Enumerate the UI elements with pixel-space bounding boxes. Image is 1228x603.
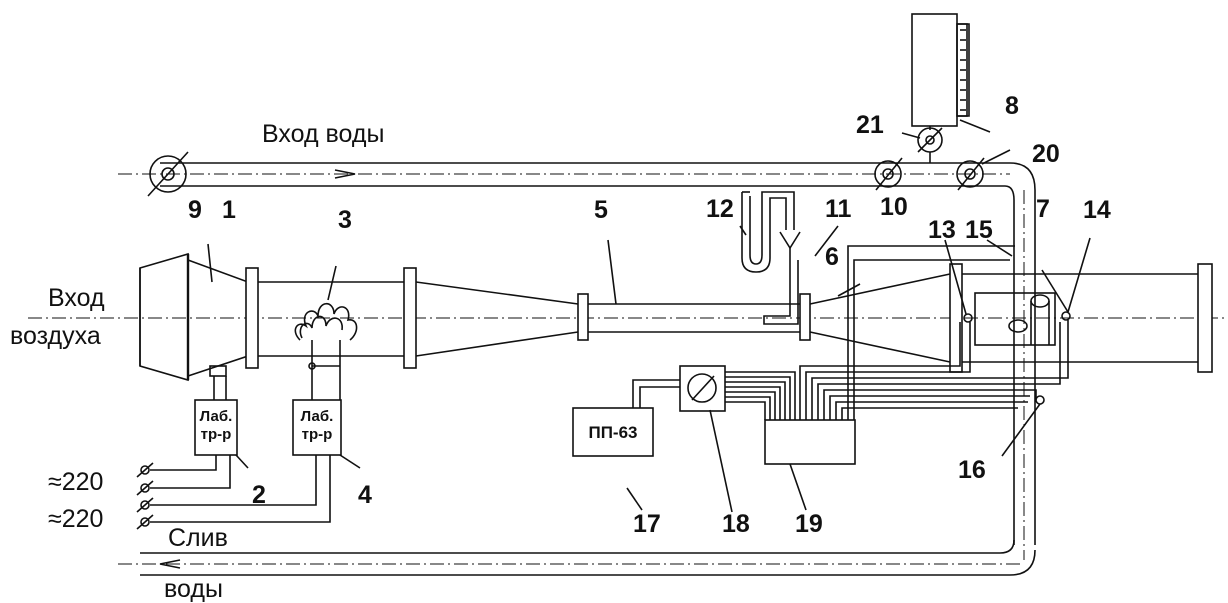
transformer-4-label-2: тр-р: [302, 426, 333, 443]
ref-number-11: 11: [825, 195, 852, 223]
transformer-4-label-1: Лаб.: [301, 408, 334, 425]
instrument-pp63: ПП-63: [572, 379, 680, 457]
ref-number-13: 13: [928, 216, 956, 244]
valve-20: [956, 157, 985, 191]
water-drain-pipe: [118, 190, 1036, 576]
pp63-label: ПП-63: [588, 423, 637, 442]
thermocouple-14: [1061, 311, 1071, 321]
voltage-label-b: ≈220: [48, 505, 103, 533]
transformer-2-label-1: Лаб.: [200, 408, 233, 425]
valve-21: [917, 127, 943, 163]
pitot-tube-11: [763, 260, 799, 325]
ref-number-21: 21: [856, 111, 884, 139]
drain-label-1: Слив: [168, 524, 228, 552]
thermocouple-16: [1035, 395, 1045, 405]
transformer-2-label-2: тр-р: [201, 426, 232, 443]
ref-number-8: 8: [1005, 92, 1019, 120]
water-inlet-pipe: [118, 162, 1036, 545]
leader-lines: [207, 119, 1091, 513]
air-inlet-label-1: Вход: [48, 284, 105, 312]
ref-number-7: 7: [1036, 195, 1050, 223]
ref-number-2: 2: [252, 481, 266, 509]
air-inlet-label-2: воздуха: [10, 322, 101, 350]
air-channel: [28, 252, 1225, 382]
ref-number-17: 17: [633, 510, 661, 538]
switch-18: [679, 365, 726, 412]
ref-number-16: 16: [958, 456, 986, 484]
ref-number-19: 19: [795, 510, 823, 538]
drain-label-2: воды: [164, 575, 223, 603]
ref-number-15: 15: [965, 216, 993, 244]
ref-number-3: 3: [338, 206, 352, 234]
potentiometer-8: [911, 13, 970, 130]
water-inlet-label: Вход воды: [262, 120, 384, 148]
ref-number-4: 4: [358, 481, 372, 509]
voltage-label-a: ≈220: [48, 468, 103, 496]
transformer-2: Лаб. тр-р: [136, 365, 238, 496]
ref-number-6: 6: [825, 243, 839, 271]
ref-number-14: 14: [1083, 196, 1111, 224]
ref-number-5: 5: [594, 196, 608, 224]
ref-number-12: 12: [706, 195, 734, 223]
thermocouple-13: [963, 313, 973, 323]
ref-number-20: 20: [1032, 140, 1060, 168]
ref-number-1: 1: [222, 196, 236, 224]
manometer-12: [741, 191, 801, 310]
thermocouple-leads: [725, 245, 1069, 420]
valve-9: [147, 151, 189, 197]
recorder-19: [764, 419, 856, 465]
valve-10: [874, 157, 903, 191]
ref-number-10: 10: [880, 193, 908, 221]
transformer-4: Лаб. тр-р: [136, 399, 342, 530]
heater-coil-3: [294, 302, 358, 400]
ref-number-18: 18: [722, 510, 750, 538]
ref-number-9: 9: [188, 196, 202, 224]
